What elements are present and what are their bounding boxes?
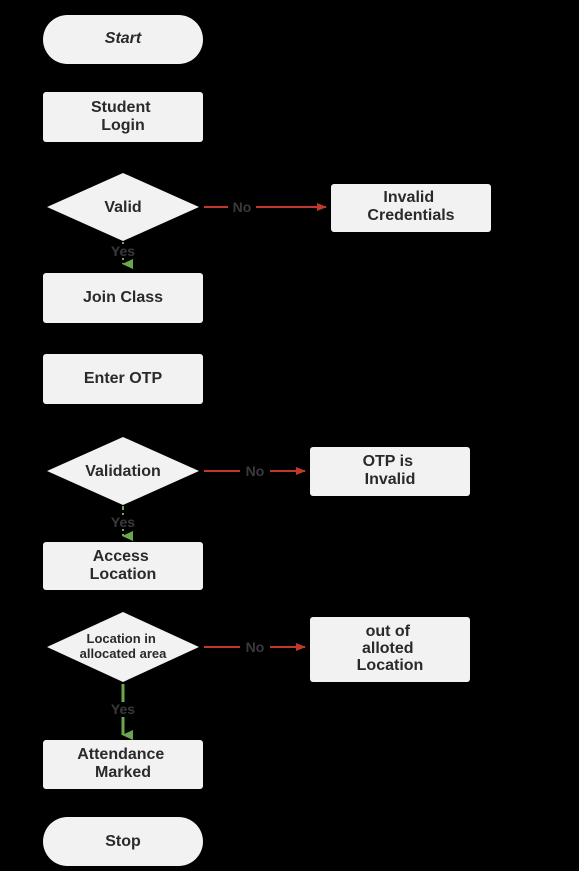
- edge-validation-yes: Yes: [104, 506, 142, 541]
- edge-valid-yes: Yes: [104, 242, 142, 269]
- otp-invalid-label: OTP is Invalid: [363, 453, 418, 488]
- out-of-location-node: out of alloted Location: [310, 617, 470, 682]
- student-login-label: Student Login: [91, 99, 155, 134]
- validation-label: Validation: [85, 463, 161, 480]
- edge-label-yes: Yes: [111, 243, 135, 259]
- edge-label-no: No: [246, 463, 265, 479]
- edge-label-yes: Yes: [111, 514, 135, 530]
- invalid-credentials-label: Invalid Credentials: [367, 189, 454, 224]
- student-login-node: Student Login: [43, 92, 203, 142]
- stop-node: Stop: [43, 817, 203, 866]
- join-class-label: Join Class: [83, 289, 163, 306]
- valid-label: Valid: [104, 199, 141, 216]
- access-location-node: Access Location: [43, 542, 203, 590]
- validation-decision: Validation: [47, 437, 199, 505]
- start-label: Start: [105, 30, 142, 47]
- out-of-location-label: out of alloted Location: [357, 623, 424, 674]
- enter-otp-node: Enter OTP: [43, 354, 203, 404]
- attendance-marked-label: Attendance Marked: [77, 746, 169, 781]
- enter-otp-label: Enter OTP: [84, 370, 163, 387]
- location-check-label: Location in allocated area: [80, 631, 167, 661]
- invalid-credentials-node: Invalid Credentials: [331, 184, 491, 232]
- edge-location-yes: Yes: [102, 684, 144, 740]
- stop-label: Stop: [105, 833, 141, 850]
- edge-label-no: No: [246, 639, 265, 655]
- attendance-marked-node: Attendance Marked: [43, 740, 203, 789]
- start-node: Start: [43, 15, 203, 64]
- edge-location-no: No: [204, 639, 306, 655]
- edge-validation-no: No: [204, 463, 306, 479]
- access-location-label: Access Location: [90, 548, 157, 583]
- location-check-decision: Location in allocated area: [47, 612, 199, 682]
- edge-valid-no: No: [204, 199, 327, 215]
- valid-decision: Valid: [47, 173, 199, 241]
- edge-label-yes: Yes: [111, 701, 135, 717]
- join-class-node: Join Class: [43, 273, 203, 323]
- edge-label-no: No: [233, 199, 252, 215]
- otp-invalid-node: OTP is Invalid: [310, 447, 470, 496]
